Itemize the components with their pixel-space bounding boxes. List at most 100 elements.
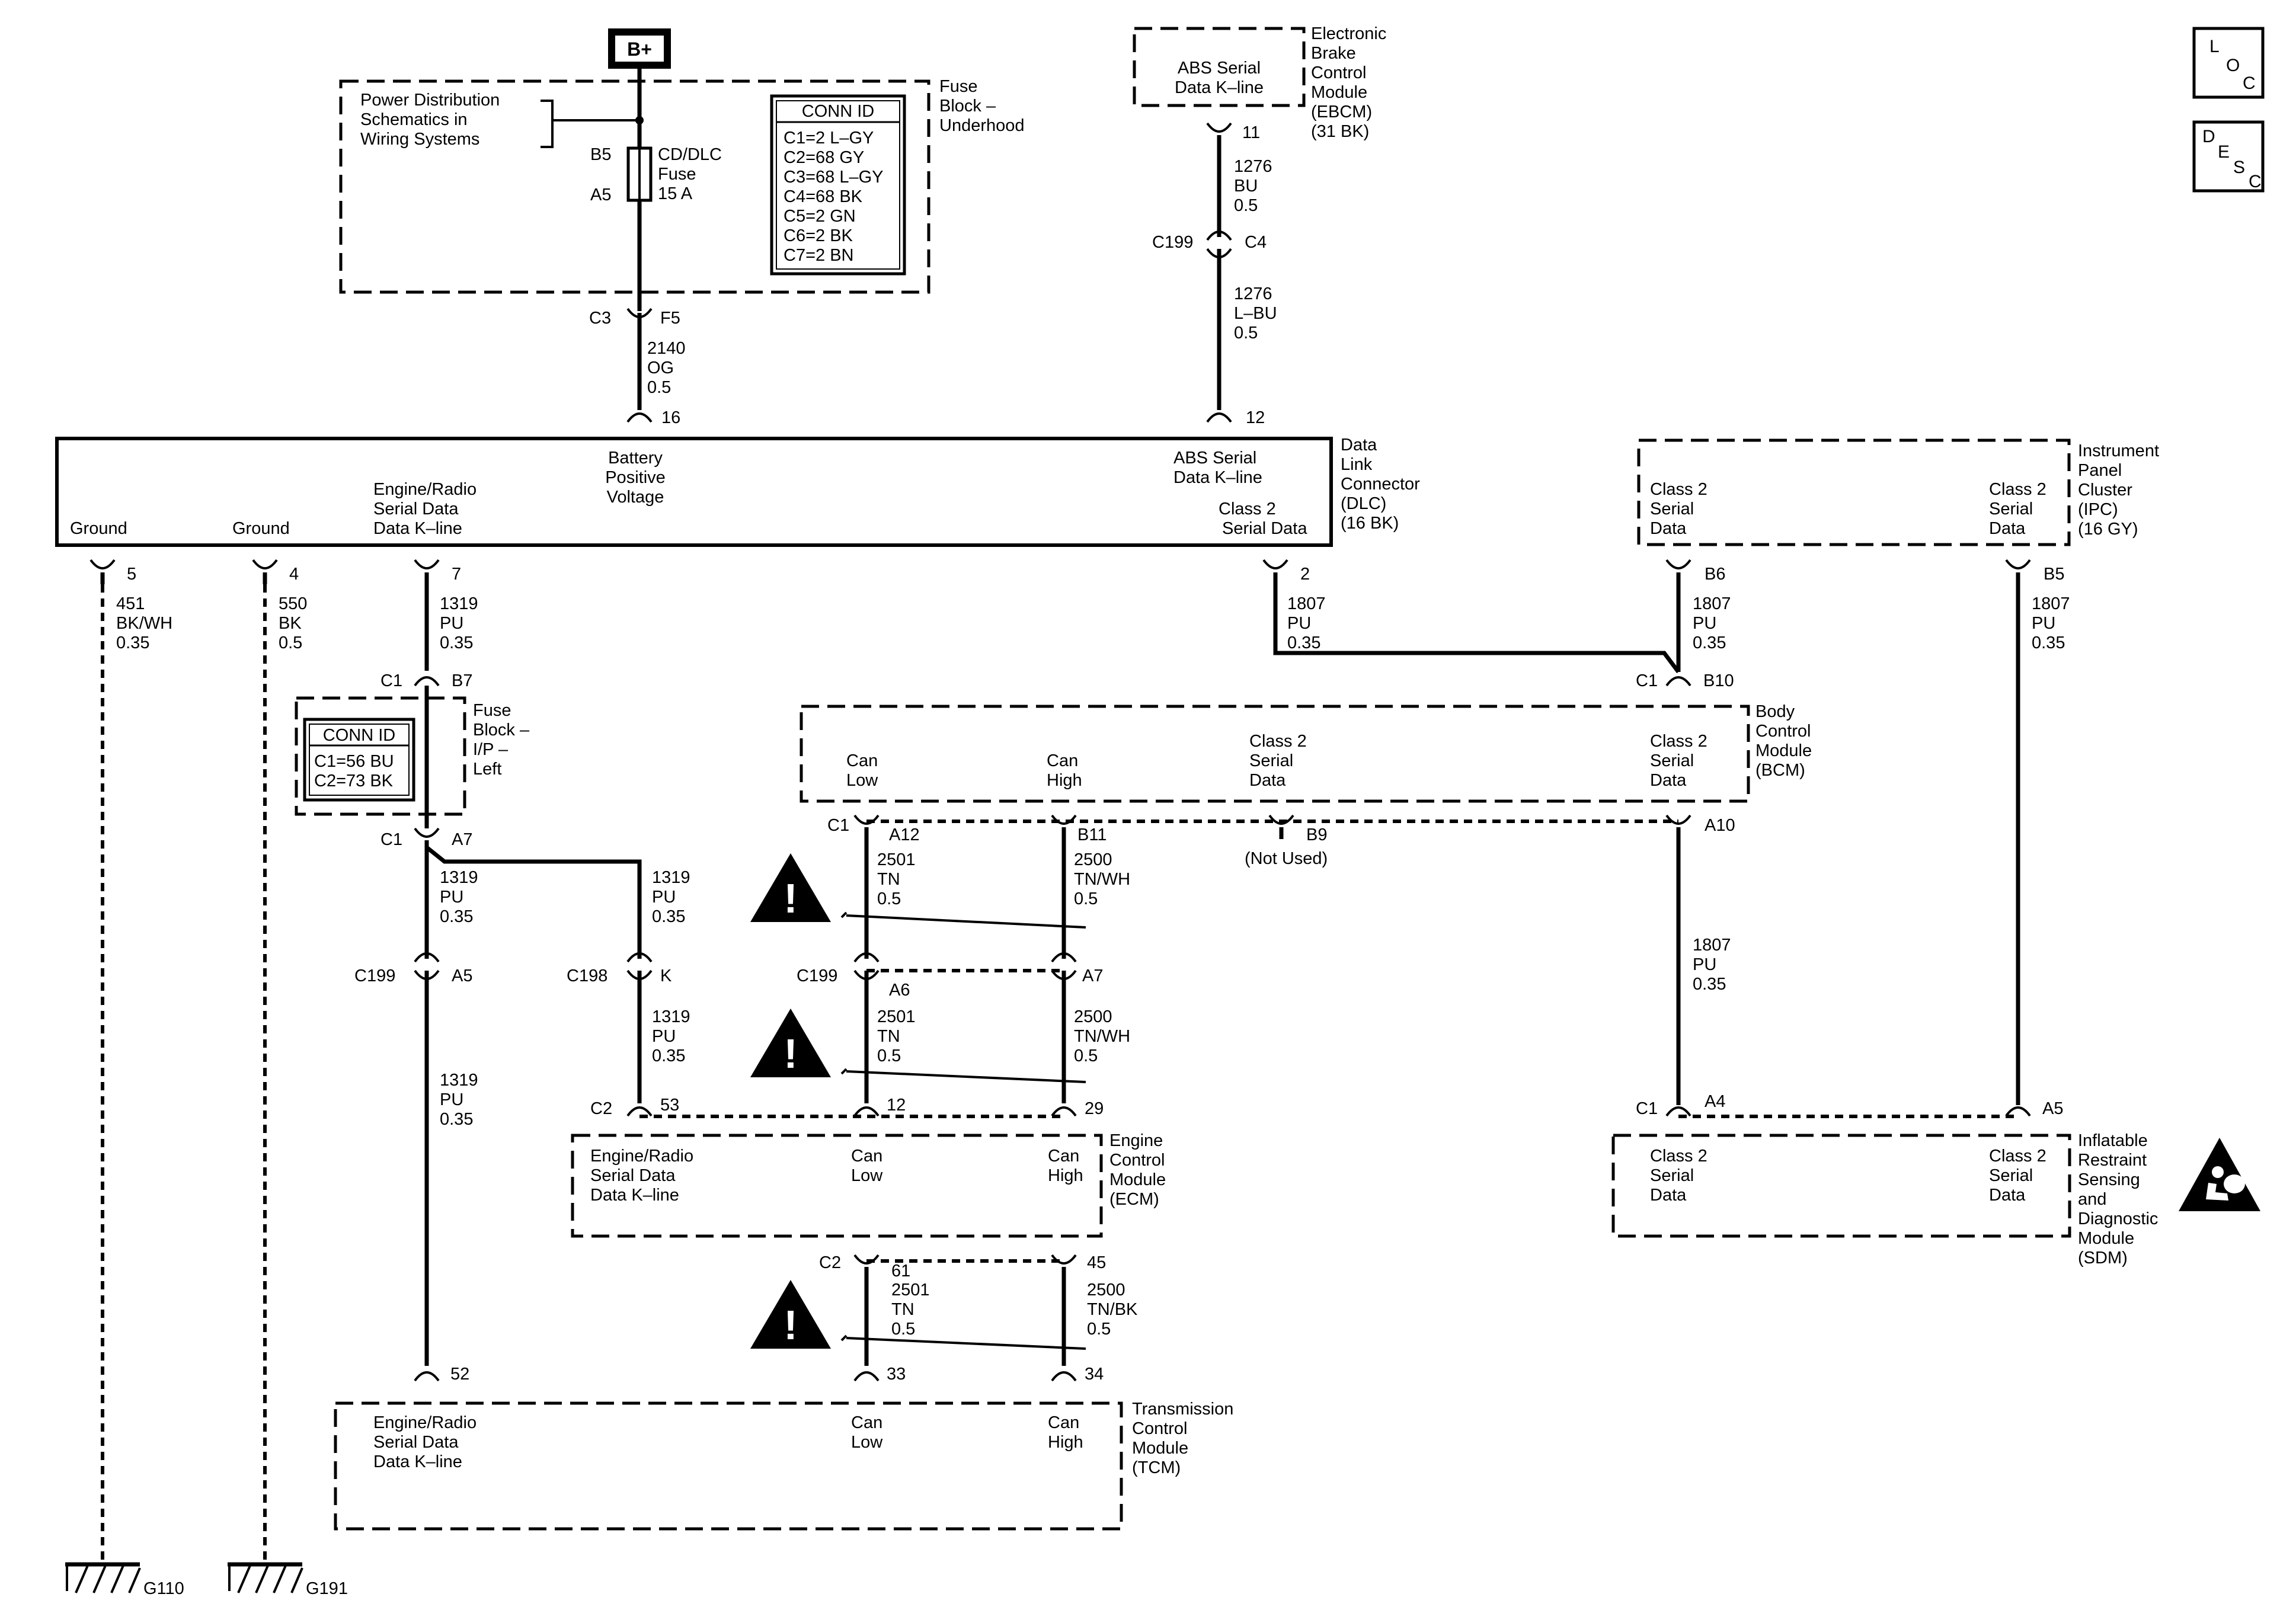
svg-text:!: ! bbox=[784, 1030, 797, 1077]
svg-text:12: 12 bbox=[887, 1096, 906, 1115]
svg-text:C1: C1 bbox=[1636, 671, 1658, 690]
svg-text:0.35: 0.35 bbox=[652, 907, 685, 926]
svg-text:Module: Module bbox=[1132, 1439, 1188, 1458]
wire-label-1807-ipc-1: 1807 PU 0.35 bbox=[1693, 594, 1731, 652]
svg-text:2500: 2500 bbox=[1087, 1281, 1125, 1299]
dlc-body bbox=[55, 437, 1333, 547]
svg-text:Module: Module bbox=[1755, 741, 1812, 760]
svg-text:C7=2 BN: C7=2 BN bbox=[784, 246, 853, 265]
ecm-connector-c2-bottom: C2 61 45 bbox=[819, 1253, 1106, 1281]
tcm-radio-label-3: Data K–line bbox=[373, 1452, 462, 1471]
dlc-pin-12: 12 bbox=[1206, 408, 1265, 427]
svg-text:12: 12 bbox=[1246, 408, 1265, 427]
svg-text:Cluster: Cluster bbox=[2078, 481, 2132, 500]
svg-text:34: 34 bbox=[1085, 1365, 1104, 1384]
svg-text:(EBCM): (EBCM) bbox=[1311, 103, 1372, 121]
svg-text:Data: Data bbox=[1989, 519, 2026, 538]
svg-text:1319: 1319 bbox=[440, 1071, 478, 1090]
svg-text:Sensing: Sensing bbox=[2078, 1170, 2140, 1189]
svg-text:2501: 2501 bbox=[877, 850, 916, 869]
svg-text:11: 11 bbox=[1242, 123, 1260, 142]
dlc-pin-16: 16 bbox=[626, 408, 680, 427]
svg-text:Fuse: Fuse bbox=[473, 701, 511, 720]
connector-c1-a7: C1 A7 bbox=[380, 827, 472, 853]
svg-text:52: 52 bbox=[450, 1365, 469, 1384]
svg-text:PU: PU bbox=[1693, 614, 1716, 633]
b-plus-terminal: B+ bbox=[608, 28, 671, 69]
svg-text:0.5: 0.5 bbox=[891, 1320, 915, 1339]
svg-text:C1: C1 bbox=[827, 816, 849, 835]
dlc-pin-7: 7 bbox=[414, 559, 461, 584]
wire-label-1319-a: 1319 PU 0.35 bbox=[440, 594, 478, 652]
dlc-ground2-label: Ground bbox=[232, 519, 290, 538]
ebcm-abs-label: ABS Serial Data K–line bbox=[1175, 59, 1264, 97]
connector-c199-a6-a7: C199 A6 A7 bbox=[797, 952, 1103, 1000]
sdm-name: Inflatable Restraint Sensing and Diagnos… bbox=[2078, 1131, 2158, 1267]
bcm-name: Body Control Module (BCM) bbox=[1755, 702, 1812, 780]
svg-text:A5: A5 bbox=[452, 966, 472, 985]
svg-text:CONN ID: CONN ID bbox=[802, 102, 874, 121]
sdm-outline bbox=[1611, 1134, 2071, 1238]
connector-c199-c4: C199 C4 bbox=[1152, 231, 1267, 261]
svg-text:B+: B+ bbox=[627, 39, 652, 60]
svg-text:0.35: 0.35 bbox=[1693, 975, 1726, 994]
svg-text:A5: A5 bbox=[590, 185, 611, 204]
svg-text:CD/DLC: CD/DLC bbox=[658, 145, 722, 164]
bcm-pin-b9: B9 (Not Used) bbox=[1245, 814, 1328, 868]
svg-text:53: 53 bbox=[660, 1096, 679, 1115]
bcm-connector-b10: C1 B10 bbox=[1636, 671, 1734, 690]
ecm-can-high-label: Can bbox=[1048, 1147, 1079, 1166]
svg-text:B7: B7 bbox=[452, 671, 472, 690]
svg-text:2140: 2140 bbox=[647, 339, 686, 358]
svg-text:PU: PU bbox=[1693, 955, 1716, 974]
svg-text:451: 451 bbox=[116, 594, 145, 613]
wire-label-2501-c: 61 2501 TN 0.5 bbox=[891, 1281, 930, 1339]
bcm-class2-right: Class 2 bbox=[1650, 732, 1707, 751]
svg-text:0.35: 0.35 bbox=[116, 633, 149, 652]
connector-c3-f5: C3 F5 bbox=[589, 308, 680, 328]
dlc-ground1-label: Ground bbox=[70, 519, 127, 538]
svg-text:E: E bbox=[2218, 142, 2230, 162]
svg-text:PU: PU bbox=[440, 614, 463, 633]
svg-text:Wiring Systems: Wiring Systems bbox=[360, 130, 479, 149]
svg-text:Inflatable: Inflatable bbox=[2078, 1131, 2148, 1150]
svg-text:Data: Data bbox=[1650, 519, 1687, 538]
svg-text:TN/WH: TN/WH bbox=[1074, 1027, 1130, 1046]
svg-text:Control: Control bbox=[1311, 63, 1367, 82]
svg-text:L: L bbox=[2209, 37, 2220, 56]
svg-text:C4=68 BK: C4=68 BK bbox=[784, 187, 863, 206]
wire-label-1319-e: 1319 PU 0.35 bbox=[652, 1007, 690, 1065]
svg-text:O: O bbox=[2226, 56, 2240, 75]
svg-text:C: C bbox=[2249, 172, 2262, 191]
conn-id-table-underhood: CONN ID C1=2 L–GY C2=68 GY C3=68 L–GY C4… bbox=[770, 94, 906, 276]
svg-text:Electronic: Electronic bbox=[1311, 24, 1386, 43]
fuse-block-ip-outline bbox=[295, 696, 466, 816]
bcm-class2-mid-3: Data bbox=[1249, 771, 1286, 790]
svg-text:(SDM): (SDM) bbox=[2078, 1249, 2128, 1267]
svg-text:A10: A10 bbox=[1705, 816, 1735, 835]
connector-c199-a5: C199 A5 bbox=[354, 952, 472, 985]
ipc-class2-left: Class 2 Serial Data bbox=[1650, 480, 1707, 538]
svg-text:B5: B5 bbox=[590, 145, 611, 164]
twisted-pair-marker-2 bbox=[846, 1070, 1086, 1083]
svg-text:1807: 1807 bbox=[1287, 594, 1326, 613]
wire-label-2140: 2140 OG 0.5 bbox=[647, 339, 686, 397]
svg-text:0.35: 0.35 bbox=[1693, 633, 1726, 652]
svg-text:33: 33 bbox=[887, 1365, 906, 1384]
wire-label-2500-c: 2500 TN/BK 0.5 bbox=[1087, 1281, 1138, 1339]
svg-text:Power Distribution: Power Distribution bbox=[360, 91, 500, 110]
wire-label-451: 451 BK/WH 0.35 bbox=[116, 594, 172, 652]
sdm-class2-left: Class 2 Serial Data bbox=[1650, 1147, 1707, 1205]
svg-text:Data: Data bbox=[1650, 1186, 1687, 1205]
svg-text:0.35: 0.35 bbox=[440, 633, 473, 652]
wire-label-550: 550 BK 0.5 bbox=[279, 594, 307, 652]
svg-text:0.35: 0.35 bbox=[440, 907, 473, 926]
svg-text:PU: PU bbox=[440, 888, 463, 907]
svg-text:0.5: 0.5 bbox=[647, 378, 671, 397]
svg-text:550: 550 bbox=[279, 594, 307, 613]
warning-icon: ! bbox=[750, 1009, 831, 1077]
svg-text:PU: PU bbox=[2032, 614, 2055, 633]
dlc-abs-label: ABS Serial bbox=[1173, 449, 1256, 468]
svg-text:S: S bbox=[2233, 158, 2245, 177]
